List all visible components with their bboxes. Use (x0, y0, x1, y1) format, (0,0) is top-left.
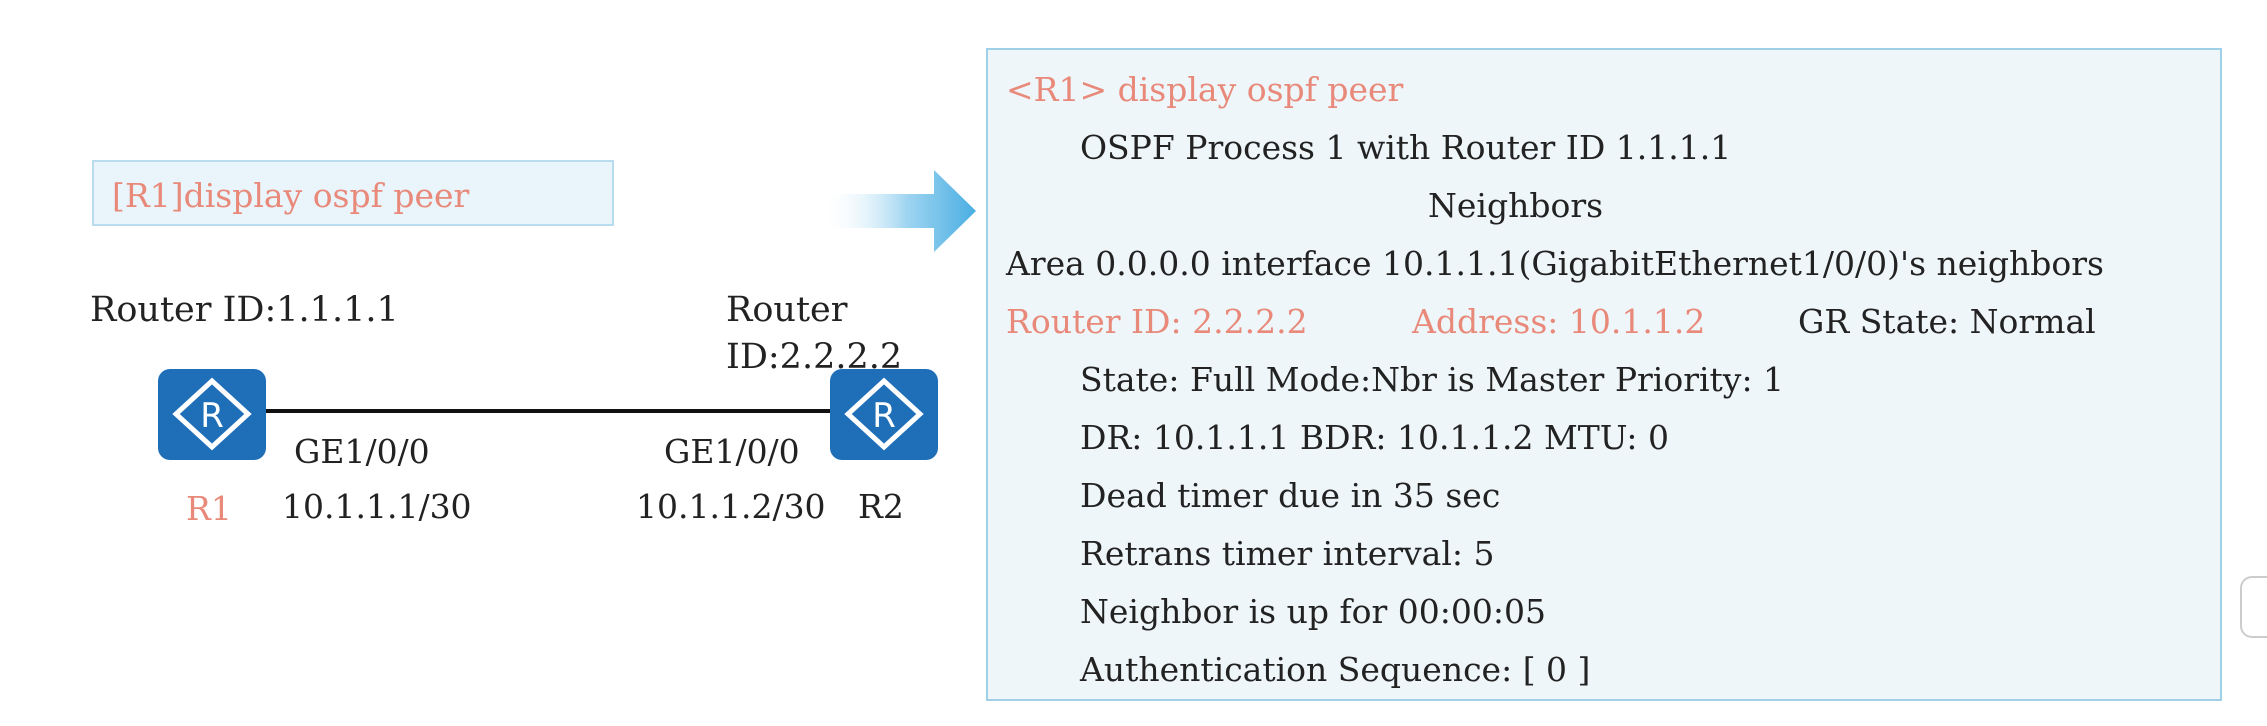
scroll-handle[interactable] (2240, 576, 2267, 638)
output-dr-line: DR: 10.1.1.1 BDR: 10.1.1.2 MTU: 0 (1080, 418, 1669, 457)
output-state-line: State: Full Mode:Nbr is Master Priority:… (1080, 360, 1785, 399)
r2-name: R2 (858, 487, 904, 526)
r2-ip-label: 10.1.1.2/30 (636, 487, 826, 526)
right-arrow-icon (822, 170, 976, 252)
r2-icon-letter: R (872, 396, 896, 436)
r1-router-id-label: Router ID:1.1.1.1 (90, 290, 399, 330)
output-dead-timer: Dead timer due in 35 sec (1080, 476, 1501, 515)
output-area-line: Area 0.0.0.0 interface 10.1.1.1(GigabitE… (1006, 244, 2104, 283)
command-box: [R1]display ospf peer (92, 160, 614, 226)
output-auth: Authentication Sequence: [ 0 ] (1080, 650, 1591, 689)
r2-router-icon: R (830, 369, 938, 460)
output-address: Address: 10.1.1.2 (1412, 302, 1706, 341)
link-line (262, 409, 842, 413)
output-gr-state: GR State: Normal (1798, 302, 2096, 341)
command-output-panel: <R1> display ospf peer OSPF Process 1 wi… (986, 48, 2222, 701)
output-prompt: <R1> display ospf peer (1006, 70, 1404, 109)
r2-interface-label: GE1/0/0 (664, 432, 800, 471)
r1-ip-label: 10.1.1.1/30 (282, 487, 472, 526)
r1-icon-letter: R (200, 396, 224, 436)
output-router-id: Router ID: 2.2.2.2 (1006, 302, 1308, 341)
r1-interface-label: GE1/0/0 (294, 432, 430, 471)
r2-router-id-line1: Router (726, 290, 848, 330)
output-retrans: Retrans timer interval: 5 (1080, 534, 1495, 573)
r1-router-icon: R (158, 369, 266, 460)
r1-name: R1 (186, 489, 232, 528)
output-process-line: OSPF Process 1 with Router ID 1.1.1.1 (1080, 128, 1732, 167)
output-neighbors-heading: Neighbors (1428, 186, 1604, 225)
output-up-for: Neighbor is up for 00:00:05 (1080, 592, 1546, 631)
command-text: [R1]display ospf peer (112, 176, 470, 215)
